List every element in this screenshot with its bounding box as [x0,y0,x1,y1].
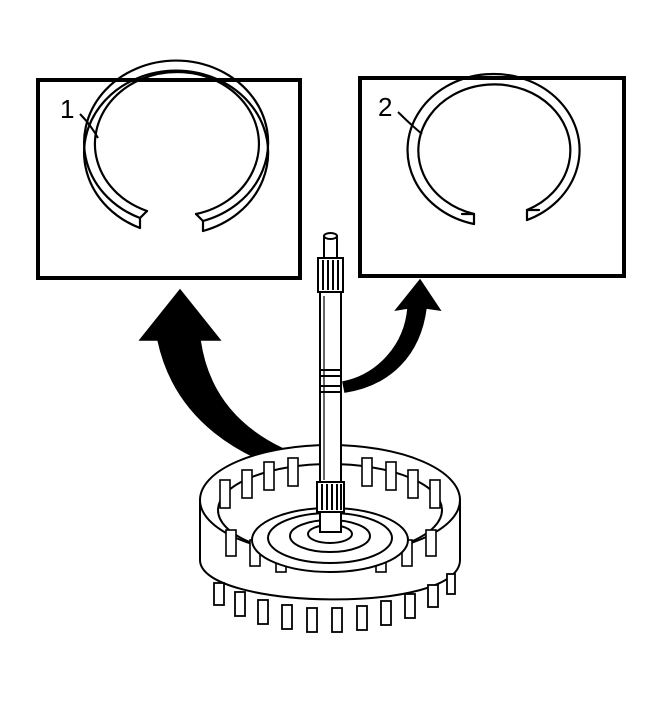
svg-text:2: 2 [378,92,392,122]
svg-text:1: 1 [60,94,74,124]
drum-slots [213,573,456,633]
callout-1: 1 [60,94,99,139]
callout-2: 2 [378,92,423,135]
arrow-to-box-2 [342,278,442,393]
detail-box-1: 1 [36,59,302,280]
input-shaft [316,232,345,533]
snap-ring-wire-2 [406,72,581,226]
snap-ring-flat-1 [83,59,270,233]
arrow-to-box-1 [138,288,319,479]
detail-box-2: 2 [358,72,626,278]
